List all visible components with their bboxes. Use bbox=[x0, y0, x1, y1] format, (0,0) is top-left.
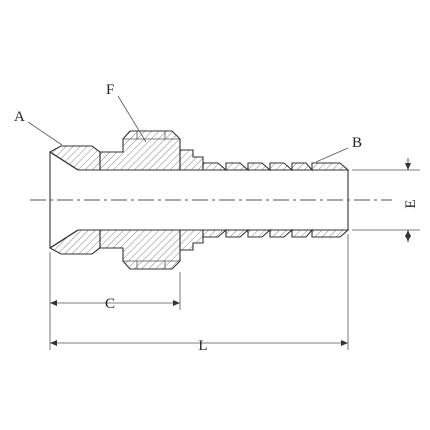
tail-lower-section bbox=[202, 228, 350, 238]
connector-lower-section bbox=[48, 229, 101, 255]
label-b: B bbox=[352, 135, 362, 151]
nut-edge-lines bbox=[123, 131, 180, 269]
leader-a bbox=[27, 121, 63, 146]
nut-lower-section bbox=[99, 229, 181, 270]
label-f: F bbox=[106, 82, 114, 98]
nut-upper-section bbox=[99, 130, 181, 171]
label-c: C bbox=[105, 296, 115, 312]
label-a: A bbox=[14, 109, 25, 125]
leader-f bbox=[117, 95, 147, 143]
leader-b bbox=[315, 147, 349, 163]
collar-lower-section bbox=[179, 229, 204, 251]
collar-upper-section bbox=[179, 149, 204, 171]
label-e: E bbox=[403, 199, 419, 208]
tail-upper-section bbox=[202, 162, 350, 172]
label-l: L bbox=[198, 338, 207, 354]
connector-upper-section bbox=[48, 145, 101, 171]
